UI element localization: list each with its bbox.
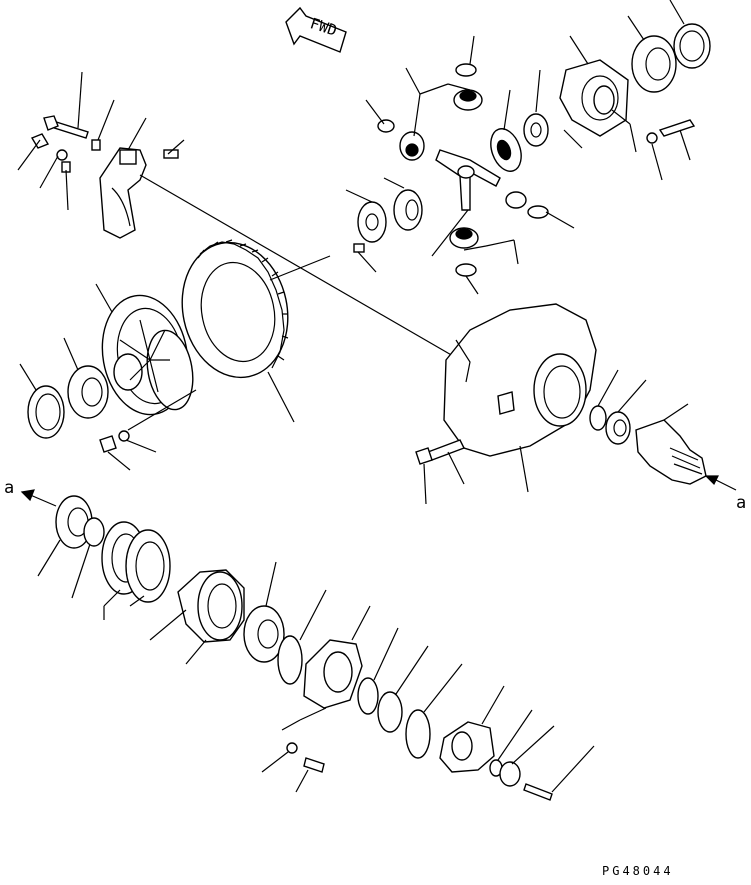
bearing-race-bottom [83,517,105,547]
carrier-case [443,303,597,457]
side-gear-bottom [449,227,479,249]
pinion-right [505,191,549,219]
washer-left [377,119,395,133]
dowel-pin [353,243,365,253]
cover-bolt [286,742,325,773]
leader-diff-case [95,283,113,313]
thrust-washer-left [357,201,387,243]
differential-case [101,294,194,416]
seal-ring-1 [357,677,379,715]
side-gear-left-splined [393,189,423,231]
case-bolt [99,430,130,453]
leader-lines-top-right [569,0,691,181]
arrow-a-left-icon [20,489,57,507]
carrier-bolt [646,119,696,144]
seal-ring-3 [405,709,431,759]
washer-bottom [455,263,477,277]
leader-case-stud-b [447,451,465,485]
leader-lines-top-left [17,71,185,211]
bearing-race-top-right [673,23,711,69]
bearing-cap [99,147,147,239]
leader-lines-bottom [37,539,595,793]
pinion-left [399,131,425,161]
cap-bolt [43,115,89,139]
drive-pinion [635,419,707,485]
bearing-carrier-top [559,59,629,137]
assembly-line-diff [127,389,197,431]
ring-gear [181,239,289,379]
leader-lines-pinion [597,369,689,421]
seal-ring-2 [377,691,403,733]
actuator-washer [499,761,521,787]
case-stud [415,439,465,465]
lock-housing [177,569,245,643]
leader-case-bolt [107,451,131,471]
snap-ring [589,405,607,431]
bearing-bottom-2 [243,605,285,663]
leader-lines-spider [345,35,583,295]
drawing-code: PG48044 [602,864,674,878]
leader-carrier-case [519,445,529,493]
pinion-shaft-cross [435,149,501,211]
lock-actuator [439,721,495,773]
fwd-arrow-icon [285,6,347,53]
side-gear-large [490,128,522,172]
friction-disc-2 [125,529,171,603]
input-arrow-icon [704,475,737,491]
leader-race-left [19,363,37,391]
bearing-race-left [27,385,65,439]
washer-top [455,63,477,77]
pinion-bearing [605,411,631,445]
leader-ring-gear [267,371,295,423]
leader-case-washer [125,439,157,453]
leader-case-stud-a [423,463,427,505]
bearing-left [67,365,109,419]
view-marker-right: a [736,493,747,513]
bearing-top-right [631,35,677,93]
thrust-washer-right [523,113,549,147]
side-gear-top [453,89,483,111]
leader-bearing-left [63,337,79,371]
assembly-line-ring [269,255,331,281]
actuator-bolt [523,783,553,801]
pin-small [163,149,179,159]
bolt-small-left [30,133,101,173]
view-marker-left: a [4,478,15,498]
lock-cover [303,639,363,709]
o-ring [277,635,303,685]
